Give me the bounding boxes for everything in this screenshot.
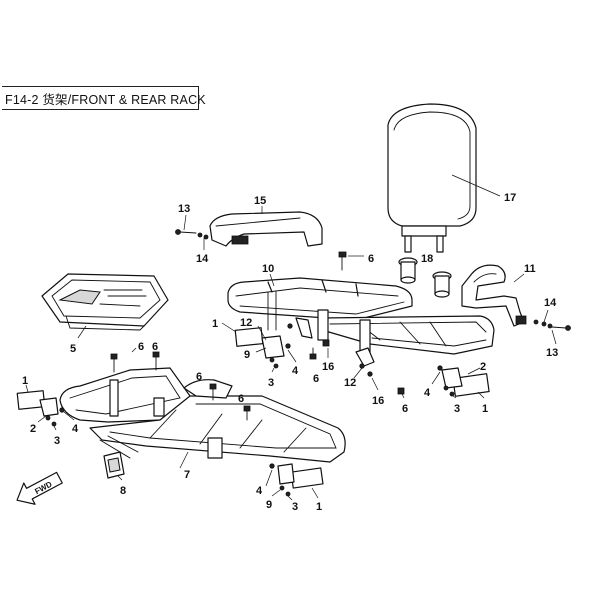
leader-13b — [551, 329, 557, 345]
callout-12-right: 12 — [344, 377, 356, 389]
leader-8 — [117, 475, 123, 481]
callout-14-right: 14 — [544, 297, 557, 309]
front-rack-part-7 — [59, 367, 346, 463]
leader-9a — [255, 347, 267, 353]
leader-3d — [287, 495, 293, 501]
callout-6-top: 6 — [368, 253, 374, 265]
diagram-title: F14-2 货架/FRONT & REAR RACK — [5, 92, 206, 107]
callout-2-right: 2 — [480, 361, 486, 373]
callout-10: 10 — [262, 263, 274, 275]
leader-4a — [287, 349, 297, 363]
leader-1c — [25, 384, 29, 393]
leader-3c — [53, 425, 57, 431]
leader-10 — [269, 273, 275, 287]
callout-4-front-right: 4 — [256, 485, 263, 497]
leader-2b — [37, 415, 47, 423]
leader-4c — [63, 411, 75, 421]
leader-1a — [221, 322, 237, 333]
callout-6-front-d: 6 — [238, 393, 244, 405]
callout-9-front-right: 9 — [266, 499, 272, 511]
callout-11: 11 — [524, 263, 536, 275]
callout-4-left: 4 — [292, 365, 299, 377]
callout-1-front-left: 1 — [22, 375, 28, 387]
rear-handle-part-15 — [209, 211, 323, 247]
callout-6-front-b: 6 — [152, 341, 158, 353]
forward-arrow-icon: FWD — [16, 471, 63, 505]
mount-bracket-rear-left — [234, 323, 293, 369]
bracket-part-8 — [103, 451, 125, 479]
callout-3-right: 3 — [454, 403, 460, 415]
callout-14-upper: 14 — [196, 253, 209, 265]
leader-3b — [449, 393, 457, 399]
leader-13a — [183, 214, 187, 231]
bolt-6-front-a — [110, 353, 118, 373]
bolt-13-right — [533, 319, 571, 331]
leader-6d — [131, 347, 137, 353]
mount-bracket-front-left — [16, 390, 65, 427]
leader-5 — [77, 325, 87, 339]
bolt-13-upper — [175, 229, 209, 240]
diagram-title-box: F14-2 货架/FRONT & REAR RACK — [2, 86, 206, 110]
leader-2a — [467, 367, 481, 375]
callout-3-front-right: 3 — [292, 501, 298, 513]
callout-6-front-c: 6 — [196, 371, 202, 383]
callout-7: 7 — [184, 469, 190, 481]
leader-11 — [513, 273, 525, 283]
bolt-16-left — [322, 339, 330, 347]
callout-17: 17 — [504, 192, 516, 204]
leader-12a — [257, 325, 267, 341]
bolt-6-mid — [309, 347, 317, 360]
leader-4b — [431, 371, 441, 385]
callout-6-front-a: 6 — [138, 341, 144, 353]
callout-18: 18 — [421, 253, 433, 265]
callout-15: 15 — [254, 195, 266, 207]
callout-3-front-left: 3 — [54, 435, 60, 447]
bolt-6-front-c — [209, 383, 217, 401]
callout-8: 8 — [120, 485, 126, 497]
callout-1-rear-left: 1 — [212, 318, 218, 330]
leader-3a — [271, 367, 275, 373]
storage-box-part-5 — [41, 273, 169, 331]
callout-3-left: 3 — [268, 377, 274, 389]
callout-12-left: 12 — [240, 317, 252, 329]
bolt-6-front-d — [243, 405, 251, 421]
side-handle-part-11 — [461, 264, 527, 327]
callout-6-mid: 6 — [313, 373, 319, 385]
callout-1-front-right: 1 — [316, 501, 322, 513]
leader-9b — [271, 489, 281, 497]
rear-rack-part-10 — [227, 277, 495, 367]
leader-6c — [401, 393, 405, 399]
callout-13-upper: 13 — [178, 203, 190, 215]
callout-16-right: 16 — [372, 395, 384, 407]
leader-16b — [371, 377, 379, 391]
leader-12b — [353, 367, 363, 379]
backrest-part — [387, 103, 477, 253]
leader-17 — [451, 174, 501, 197]
leader-4d — [265, 469, 273, 487]
callout-16-left: 16 — [322, 361, 334, 373]
callout-6-right: 6 — [402, 403, 408, 415]
callout-4-front-left: 4 — [72, 423, 79, 435]
callout-4-right: 4 — [424, 387, 431, 399]
bolt-6-top — [338, 251, 347, 271]
callout-2-front-left: 2 — [30, 423, 36, 435]
callout-1-right: 1 — [482, 403, 488, 415]
spacer-part-18 — [398, 257, 452, 298]
callout-9-left: 9 — [244, 349, 250, 361]
leader-1b — [477, 391, 485, 399]
bolt-6-front-b — [152, 351, 160, 371]
callout-5: 5 — [70, 343, 76, 355]
leader-1d — [311, 487, 319, 499]
mount-bracket-front-right — [269, 463, 324, 497]
leader-7 — [179, 451, 189, 469]
leader-14b — [543, 309, 549, 323]
callout-13-right: 13 — [546, 347, 558, 359]
